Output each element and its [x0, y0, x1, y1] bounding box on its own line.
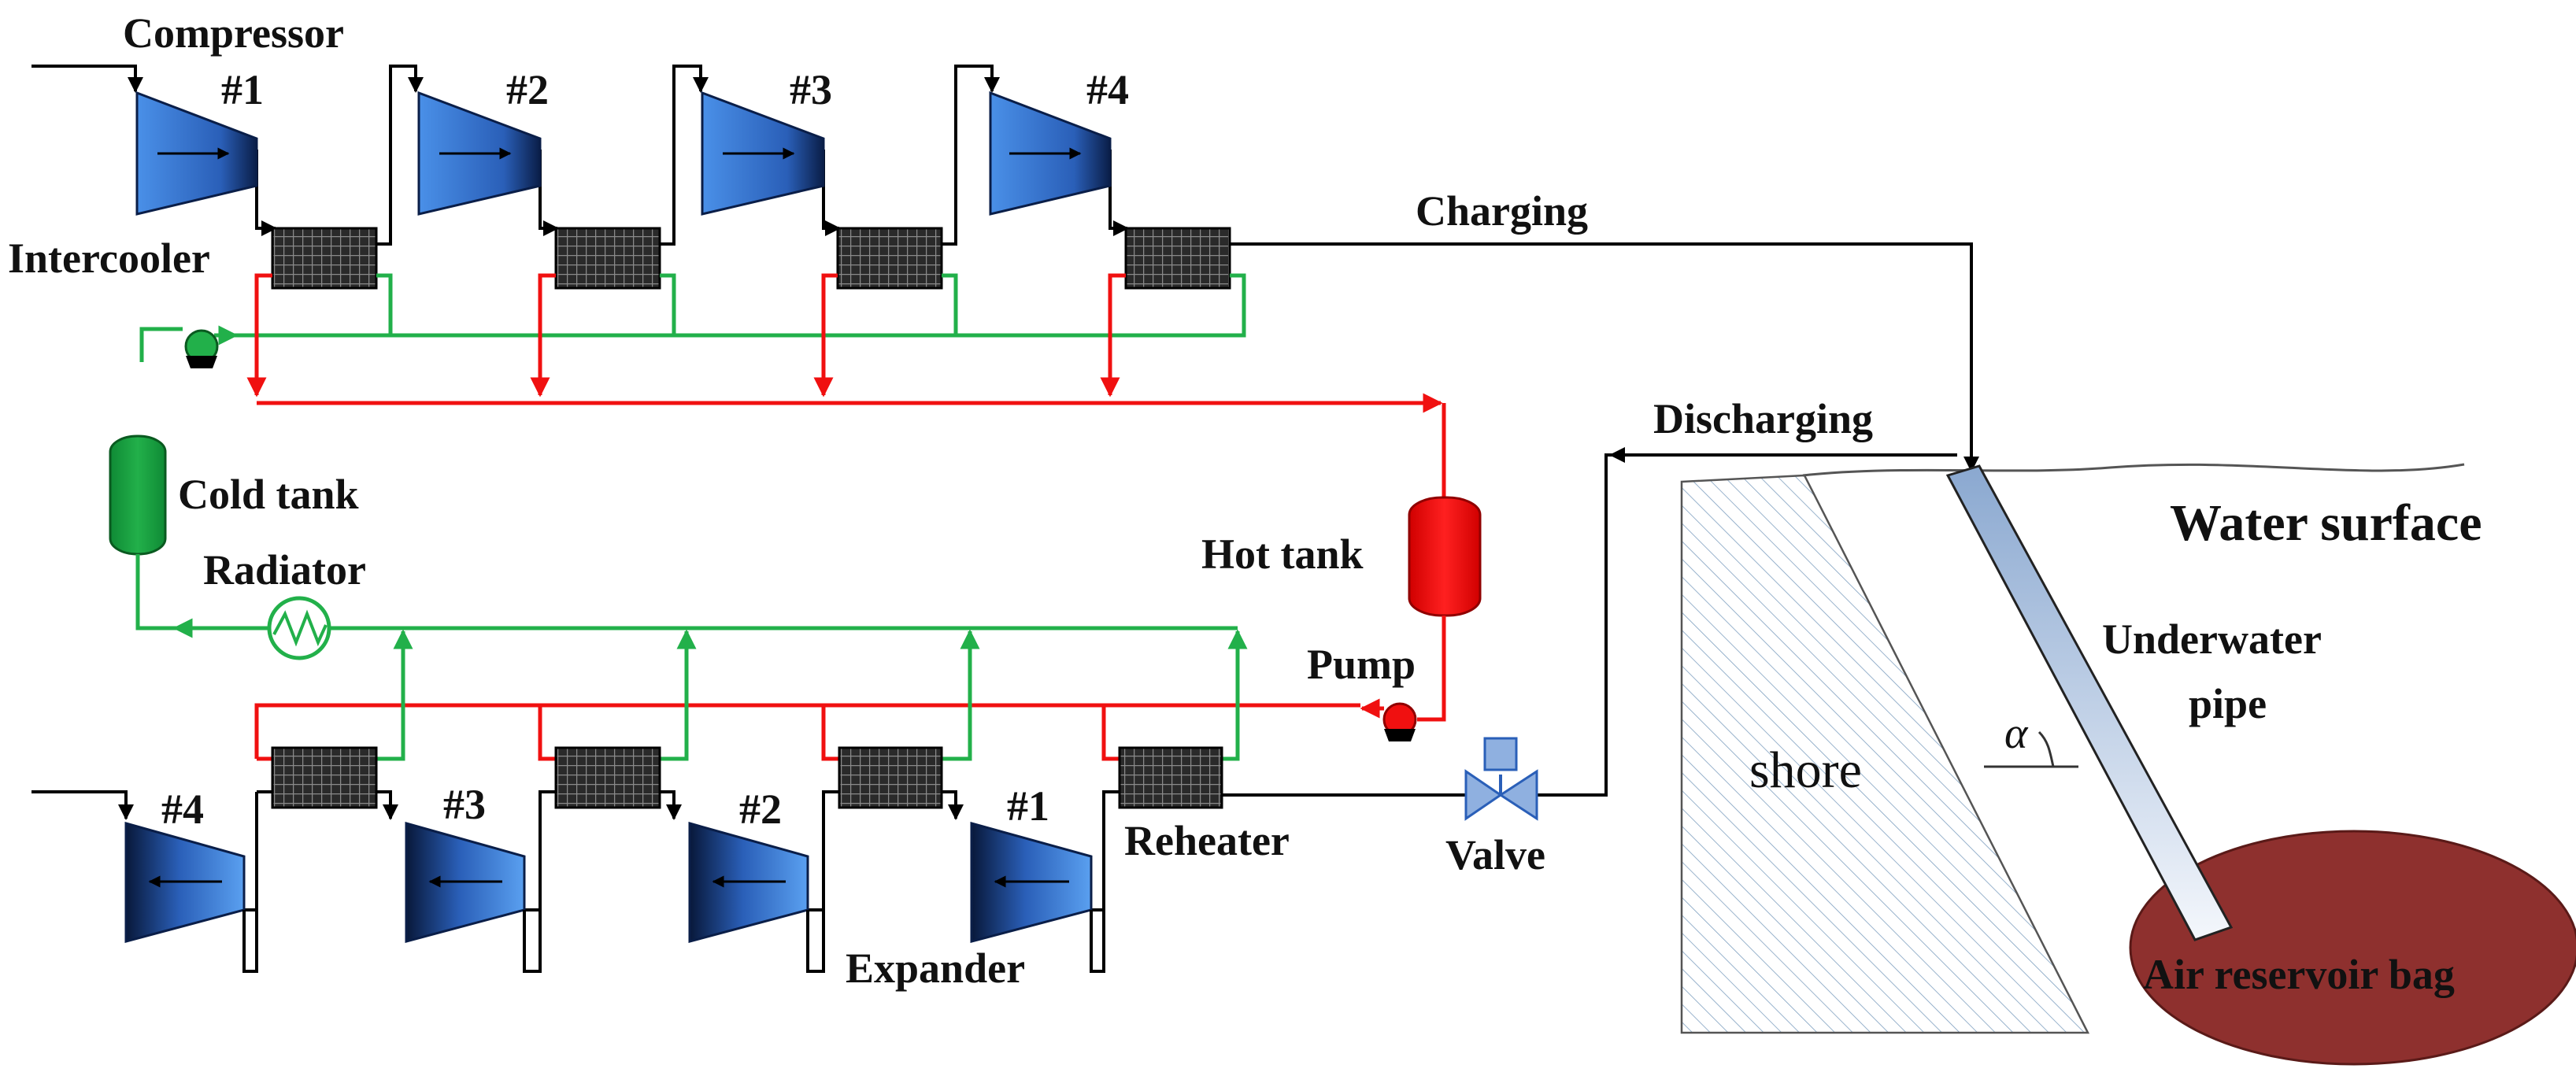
- air-line-c3-ic3: [822, 150, 841, 236]
- compressor-4-label: #4: [1086, 66, 1129, 113]
- reheater-4: [271, 746, 378, 809]
- cold-pump: [184, 325, 239, 368]
- compressor-1-label: #1: [221, 66, 264, 113]
- air-line-ic1-c2: [376, 65, 424, 246]
- expander-4-label: #4: [161, 786, 204, 833]
- air-line-rh2-e1: [942, 790, 964, 820]
- air-line-c4-ic4: [1108, 150, 1129, 236]
- cold-tank: [109, 434, 167, 556]
- cold-header-top: [214, 273, 1246, 338]
- water-surface-label: Water surface: [2170, 494, 2482, 552]
- cold-tank-label: Cold tank: [178, 471, 359, 518]
- expander-label: Expander: [846, 945, 1025, 992]
- underwater-pipe-label-line2: pipe: [2189, 680, 2267, 727]
- reheater-3: [554, 746, 661, 809]
- expander-3: [405, 822, 526, 943]
- cold-branch-ic1: [376, 273, 393, 335]
- expander-4-inlet: [31, 790, 134, 820]
- underwater-pipe-label-line1: Underwater: [2102, 616, 2322, 663]
- reheater-label: Reheater: [1124, 817, 1290, 864]
- expander-1-label: #1: [1007, 782, 1049, 830]
- discharging-label: Discharging: [1653, 395, 1873, 442]
- hot-drop-ic3: [813, 273, 838, 397]
- compressor-4: [989, 91, 1112, 216]
- cold-line-tank-to-pump: [139, 327, 183, 362]
- shore-label: shore: [1749, 741, 1862, 799]
- expander-2-label: #2: [739, 786, 782, 833]
- hot-tank: [1408, 496, 1482, 617]
- radiator: [267, 596, 331, 660]
- valve-label: Valve: [1445, 831, 1545, 878]
- intercooler-4: [1124, 227, 1231, 290]
- cold-return-rh3: [660, 629, 697, 761]
- air-reservoir-bag-label: Air reservoir bag: [2143, 951, 2455, 998]
- compressor-1: [135, 91, 258, 216]
- charging-label: Charging: [1416, 187, 1588, 235]
- reheater-1: [1118, 746, 1223, 809]
- air-line-rh3-e2: [660, 790, 682, 820]
- expander-1: [970, 822, 1093, 943]
- hot-drop-ic4: [1100, 273, 1126, 397]
- compressor-title: Compressor: [123, 9, 344, 57]
- hot-drop-ic1: [246, 273, 272, 397]
- hot-tank-label: Hot tank: [1201, 531, 1364, 578]
- cold-return-rh1: [1222, 629, 1248, 761]
- alpha-arc: [2037, 730, 2055, 767]
- air-line-e4-rh: [244, 792, 258, 911]
- radiator-label: Radiator: [203, 546, 366, 593]
- air-line-c1-ic1: [255, 150, 277, 236]
- cold-branch-ic2: [660, 273, 676, 335]
- air-line-e1-rh1: [1091, 790, 1120, 911]
- intercooler-label: Intercooler: [8, 235, 210, 282]
- hot-branch-rh3: [538, 705, 557, 761]
- pump-label: Pump: [1307, 641, 1416, 688]
- hot-pump: [1382, 702, 1417, 741]
- hot-drop-ic2: [530, 273, 556, 397]
- alpha-label: α: [2004, 709, 2029, 758]
- compressor-2: [417, 91, 542, 216]
- cold-branch-ic3: [942, 273, 958, 335]
- underwater-section: [1680, 463, 2576, 1066]
- compressor-3: [701, 91, 825, 216]
- air-inlet-line: [31, 65, 143, 93]
- charging-train: #1 #2 #3 #4: [31, 65, 1979, 482]
- hot-branch-rh1: [1101, 705, 1120, 761]
- air-line-e3-rh3: [524, 790, 556, 911]
- water-surface-line: [1802, 463, 2465, 477]
- hot-line-tank-to-pump: [1417, 616, 1446, 722]
- charging-line: [1230, 242, 1979, 472]
- thermal-loop: [109, 273, 1482, 761]
- compressor-2-label: #2: [506, 66, 549, 113]
- valve: [1464, 737, 1538, 821]
- air-line-c2-ic2: [539, 150, 559, 236]
- expander-2: [688, 822, 809, 943]
- cold-return-rh2: [942, 629, 980, 761]
- expander-3-label: #3: [443, 781, 486, 828]
- air-line-ic3-c4: [942, 65, 1000, 246]
- compressor-3-label: #3: [790, 66, 832, 113]
- reheater-2: [838, 746, 943, 809]
- hot-branch-rh2: [821, 705, 839, 761]
- discharging-train: #4 #3 #2 #1: [31, 447, 1957, 973]
- air-reservoir-bag: [2129, 830, 2576, 1066]
- expander-4: [124, 822, 246, 943]
- hot-header-bottom: [254, 703, 1360, 759]
- cold-return-rh4: [376, 629, 413, 761]
- underwater-pipe: [1945, 464, 2234, 941]
- air-line-rh4-e3: [376, 790, 398, 820]
- intercooler-3: [836, 227, 943, 290]
- intercooler-2: [554, 227, 661, 290]
- intercooler-1: [271, 227, 378, 290]
- air-line-ic2-c3: [660, 65, 709, 246]
- air-line-e2-rh2: [808, 790, 839, 911]
- shore-body: [1680, 474, 2090, 1034]
